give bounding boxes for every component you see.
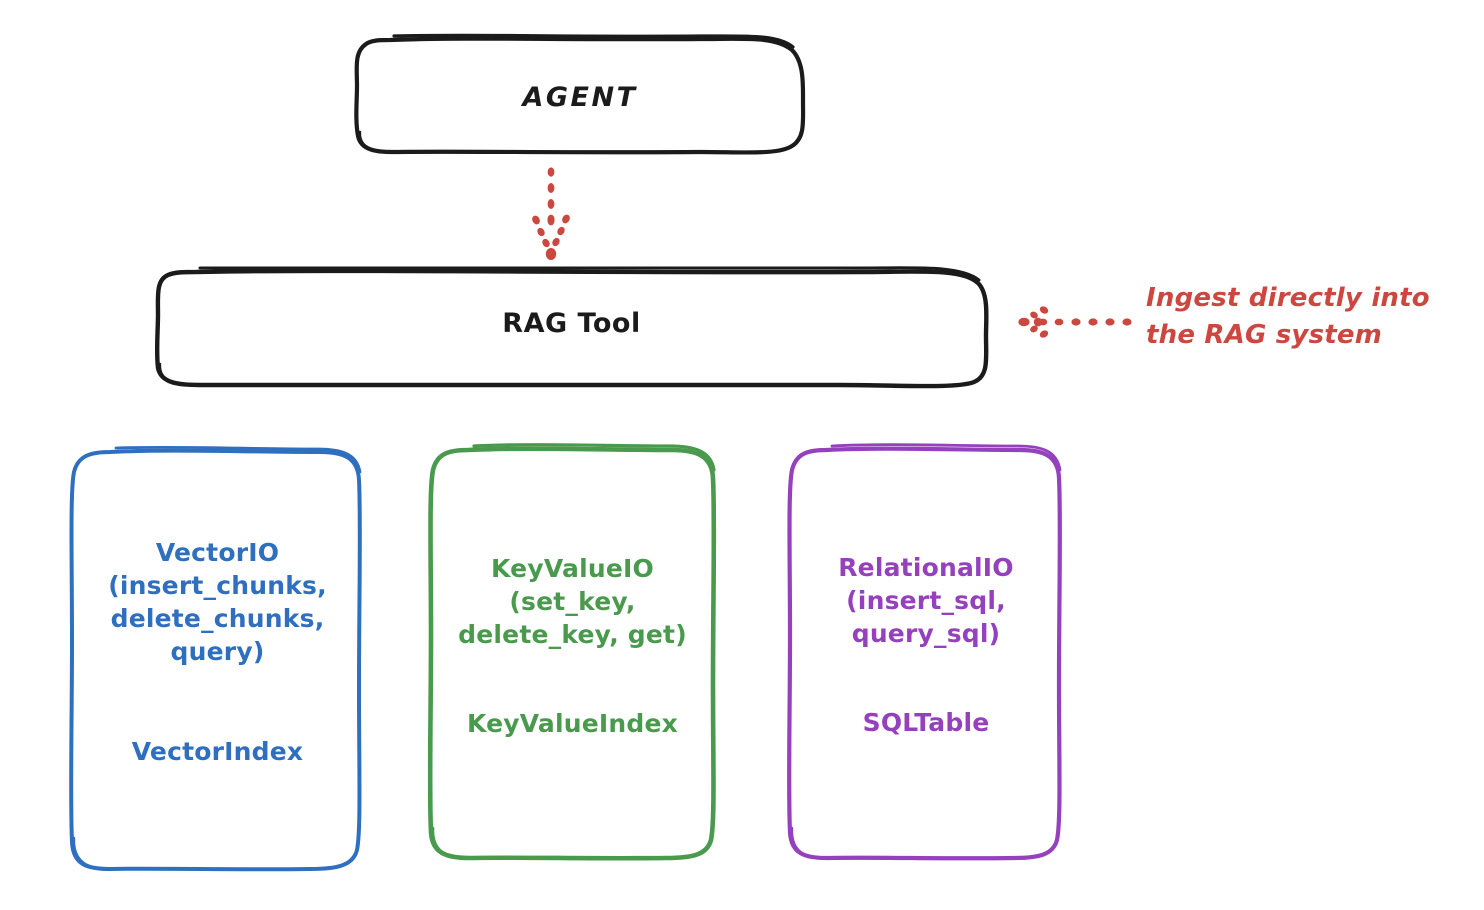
vector-io-box-outline[interactable]: [69, 445, 362, 872]
agent-to-rag-tool-arrow: [532, 167, 570, 260]
ingest-to-rag-tool-arrow: [1018, 306, 1132, 338]
relational-io-box-outline[interactable]: [787, 443, 1062, 861]
key-value-io-box-outline[interactable]: [427, 443, 717, 861]
rag-tool-box-outline[interactable]: [154, 265, 989, 389]
agent-box-outline[interactable]: [354, 33, 806, 155]
